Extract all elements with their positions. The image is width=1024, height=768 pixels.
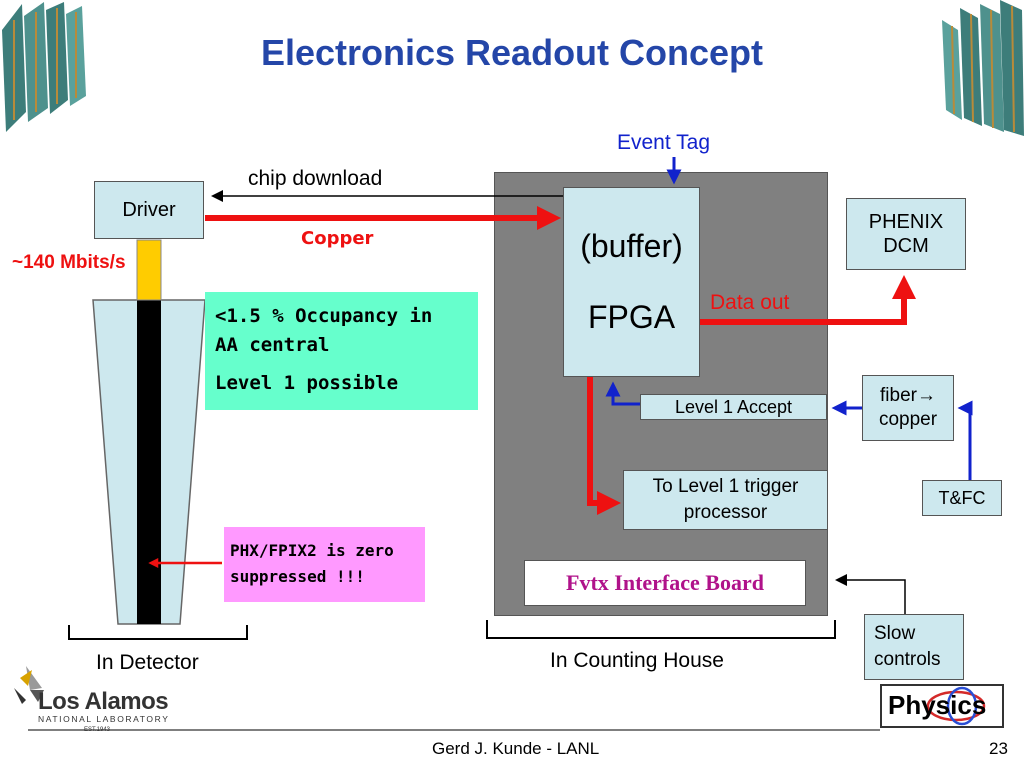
fiber-line2: copper bbox=[878, 409, 938, 430]
data-out-arrow bbox=[700, 275, 916, 325]
slow-controls-box: Slow controls bbox=[864, 614, 964, 680]
physics-logo: Physics bbox=[880, 684, 1004, 728]
driver-box: Driver bbox=[94, 181, 204, 239]
detector-bracket bbox=[68, 625, 248, 640]
page-title: Electronics Readout Concept bbox=[260, 32, 764, 73]
in-detector-label: In Detector bbox=[96, 651, 199, 674]
driver-label: Driver bbox=[122, 198, 176, 221]
detector-readout-strip bbox=[137, 300, 161, 624]
fiber-copper-box: fiber→ copper bbox=[862, 375, 954, 441]
slow-line2: controls bbox=[874, 649, 941, 670]
tfc-to-fiber-arrow bbox=[957, 400, 973, 480]
trigger-processor-box: To Level 1 trigger processor bbox=[623, 470, 828, 530]
data-out-label: Data out bbox=[710, 291, 790, 314]
slow-controls-arrow bbox=[835, 574, 906, 614]
buffer-label: (buffer) bbox=[580, 228, 683, 264]
counting-house-bracket bbox=[486, 620, 836, 639]
phenix-dcm-line1: PHENIX bbox=[868, 211, 944, 233]
trigger-line2: processor bbox=[683, 502, 768, 523]
tfc-label: T&FC bbox=[938, 487, 986, 508]
copper-label: Copper bbox=[301, 228, 374, 249]
zero-line1: PHX/FPIX2 is zero bbox=[230, 541, 394, 560]
fiber-line1: fiber→ bbox=[880, 385, 936, 406]
level1-accept-label: Level 1 Accept bbox=[674, 396, 793, 417]
lab-subtitle: NATIONAL LABORATORY bbox=[38, 714, 170, 724]
author-credit: Gerd J. Kunde - LANL bbox=[432, 739, 600, 758]
fvtx-board-label: Fvtx Interface Board bbox=[566, 570, 764, 595]
detector-decoration-left-icon bbox=[2, 2, 86, 132]
chip-download-label: chip download bbox=[248, 167, 383, 190]
trigger-line1: To Level 1 trigger bbox=[652, 476, 799, 497]
fvtx-interface-board-box: Fvtx Interface Board bbox=[524, 560, 806, 606]
event-tag-label: Event Tag bbox=[617, 131, 711, 154]
phenix-dcm-box: PHENIX DCM bbox=[846, 198, 966, 270]
phenix-dcm-line2: DCM bbox=[883, 235, 929, 257]
physics-logo-orbit-icon bbox=[926, 686, 986, 726]
bandwidth-label: ~140 Mbits/s bbox=[12, 252, 126, 273]
page-number: 23 bbox=[989, 739, 1008, 758]
occupancy-line1: <1.5 % Occupancy in bbox=[215, 305, 433, 327]
fpga-label: FPGA bbox=[587, 299, 676, 335]
zero-suppressed-note: PHX/FPIX2 is zero suppressed !!! bbox=[224, 527, 425, 602]
to-trigger-arrow bbox=[587, 377, 621, 515]
slow-line1: Slow bbox=[874, 623, 916, 644]
tfc-box: T&FC bbox=[922, 480, 1002, 516]
lab-name: Los Alamos bbox=[38, 688, 169, 715]
los-alamos-logo: Los Alamos NATIONAL LABORATORY EST.1943 bbox=[8, 660, 198, 735]
level1-accept-box: Level 1 Accept bbox=[640, 394, 827, 420]
zero-line2: suppressed !!! bbox=[230, 567, 365, 586]
occupancy-note: <1.5 % Occupancy in AA central Level 1 p… bbox=[205, 292, 478, 410]
in-counting-house-label: In Counting House bbox=[550, 649, 724, 672]
physics-logo-text: Physics bbox=[888, 690, 987, 720]
level1-accept-arrow bbox=[605, 381, 640, 406]
fpga-box: (buffer) FPGA bbox=[563, 187, 700, 377]
yellow-cable bbox=[136, 239, 162, 301]
level1-possible-line: Level 1 possible bbox=[215, 372, 399, 394]
occupancy-line2: AA central bbox=[215, 334, 330, 356]
lab-established: EST.1943 bbox=[84, 727, 111, 733]
los-alamos-emblem-icon bbox=[14, 666, 44, 704]
detector-decoration-right-icon bbox=[942, 0, 1024, 136]
